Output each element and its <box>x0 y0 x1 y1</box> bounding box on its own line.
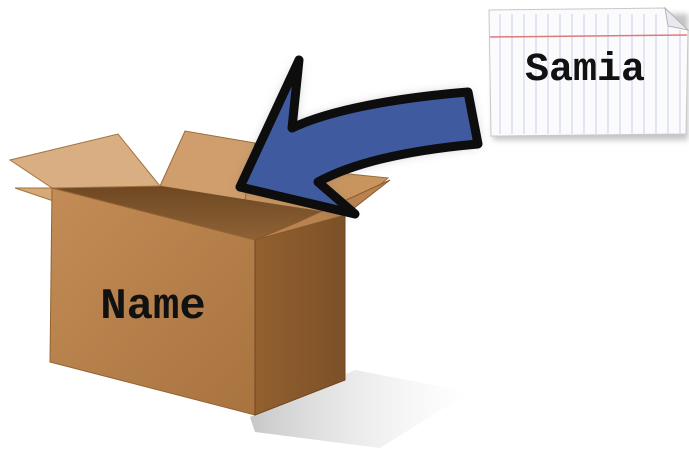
index-card-icon: Samia <box>489 8 688 140</box>
card-text: Samia <box>525 48 645 93</box>
box-side-face <box>255 215 345 415</box>
box-left-flap <box>10 134 160 188</box>
box-label: Name <box>100 282 206 332</box>
